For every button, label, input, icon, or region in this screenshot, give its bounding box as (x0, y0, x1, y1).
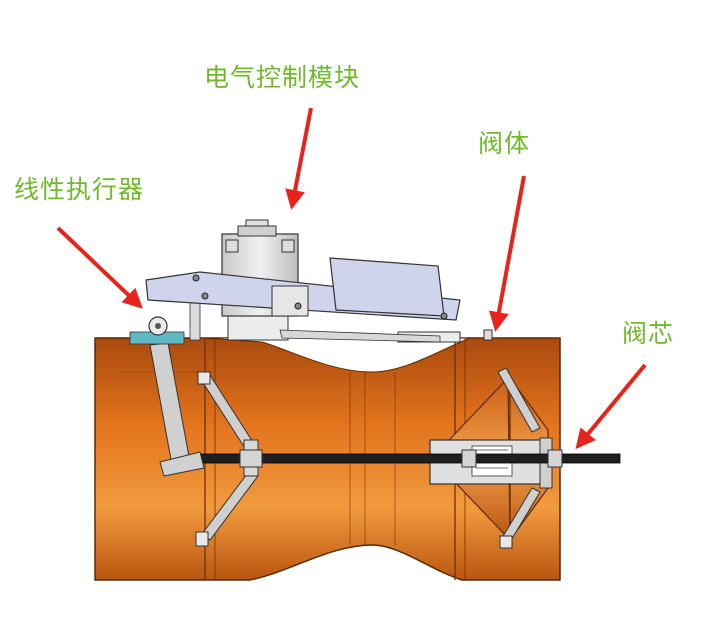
electric-control-module (145, 219, 493, 343)
label-valve-body: 阀体 (478, 129, 531, 158)
arrow-actuator (56, 226, 143, 309)
drive-shaft (194, 449, 621, 468)
linear-actuator (129, 299, 205, 477)
label-valve-core: 阀芯 (622, 319, 675, 348)
arrow-module (285, 107, 313, 210)
arrow-body (489, 175, 526, 332)
label-linear-actuator: 线性执行器 (14, 175, 145, 204)
callout-arrows (56, 107, 647, 450)
valve-core (429, 367, 553, 549)
arrow-core (575, 363, 647, 450)
label-electric-control-module: 电气控制模块 (204, 63, 361, 92)
